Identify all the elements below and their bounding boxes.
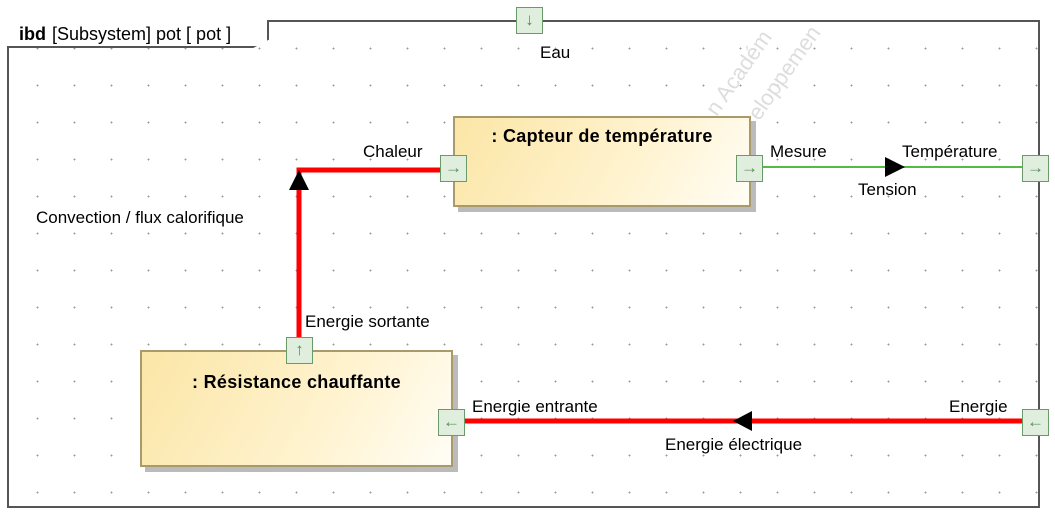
label-energie-sortante: Energie sortante xyxy=(305,312,430,331)
arrow-up-icon xyxy=(289,170,309,190)
port-energie-entrante[interactable]: ← xyxy=(438,409,465,436)
label-temperature: Température xyxy=(902,142,998,161)
frame-label: ibd [Subsystem] pot [ pot ] xyxy=(7,20,269,48)
arrow-right-icon xyxy=(885,157,905,177)
label-energie-electrique: Energie électrique xyxy=(665,435,803,454)
port-energie[interactable]: ← xyxy=(1022,409,1049,436)
block-resistance-title: : Résistance chauffante xyxy=(192,372,401,392)
port-energie-sortante[interactable]: ↑ xyxy=(286,337,313,364)
port-temperature[interactable]: → xyxy=(1022,155,1049,182)
block-capteur[interactable]: : Capteur de température xyxy=(453,116,751,207)
label-tension: Tension xyxy=(858,180,917,199)
label-chaleur: Chaleur xyxy=(363,142,423,161)
port-chaleur[interactable]: → xyxy=(440,155,467,182)
arrow-left-icon xyxy=(733,411,752,431)
label-convection: Convection / flux calorifique xyxy=(36,208,244,227)
frame-kind: ibd xyxy=(19,24,46,44)
label-energie: Energie xyxy=(949,397,1008,416)
label-energie-entrante: Energie entrante xyxy=(472,397,598,416)
label-eau: Eau xyxy=(540,43,571,62)
port-mesure[interactable]: → xyxy=(736,155,763,182)
block-capteur-title: : Capteur de température xyxy=(491,126,713,146)
block-resistance[interactable]: : Résistance chauffante xyxy=(140,350,453,467)
frame-title: [Subsystem] pot [ pot ] xyxy=(52,24,232,44)
label-mesure: Mesure xyxy=(770,142,827,161)
port-eau[interactable]: ↓ xyxy=(516,7,543,34)
